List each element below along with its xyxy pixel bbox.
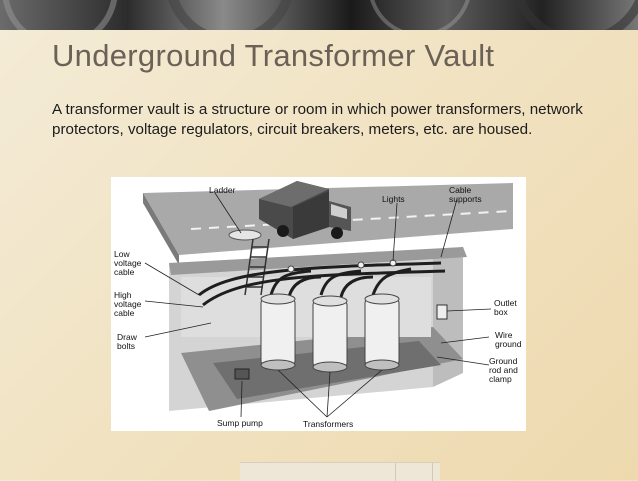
high-voltage-cable-label: High voltage cable	[114, 290, 142, 318]
cable-supports-label: Cable supports	[449, 185, 482, 204]
footer-bar	[240, 462, 440, 481]
draw-bolts-label: Draw bolts	[117, 332, 137, 351]
footer-divider	[432, 463, 433, 481]
ground-rod-label: Ground rod and clamp	[489, 356, 518, 384]
transformer-vault-diagram: Ladder Lights Cable supports Low voltage…	[111, 177, 526, 431]
decorative-header-band	[0, 0, 638, 30]
transformers-label: Transformers	[303, 419, 354, 429]
slide-title: Underground Transformer Vault	[52, 38, 495, 73]
slide-body-text: A transformer vault is a structure or ro…	[52, 101, 583, 138]
sump-pump-label: Sump pump	[217, 418, 263, 428]
outlet-box-label: Outlet box	[494, 298, 517, 317]
low-voltage-cable-label: Low voltage cable	[114, 249, 142, 277]
ladder-label: Ladder	[209, 185, 236, 195]
lights-label: Lights	[382, 194, 405, 204]
wire-ground-label: Wire ground	[495, 330, 522, 349]
footer-divider	[395, 463, 396, 481]
